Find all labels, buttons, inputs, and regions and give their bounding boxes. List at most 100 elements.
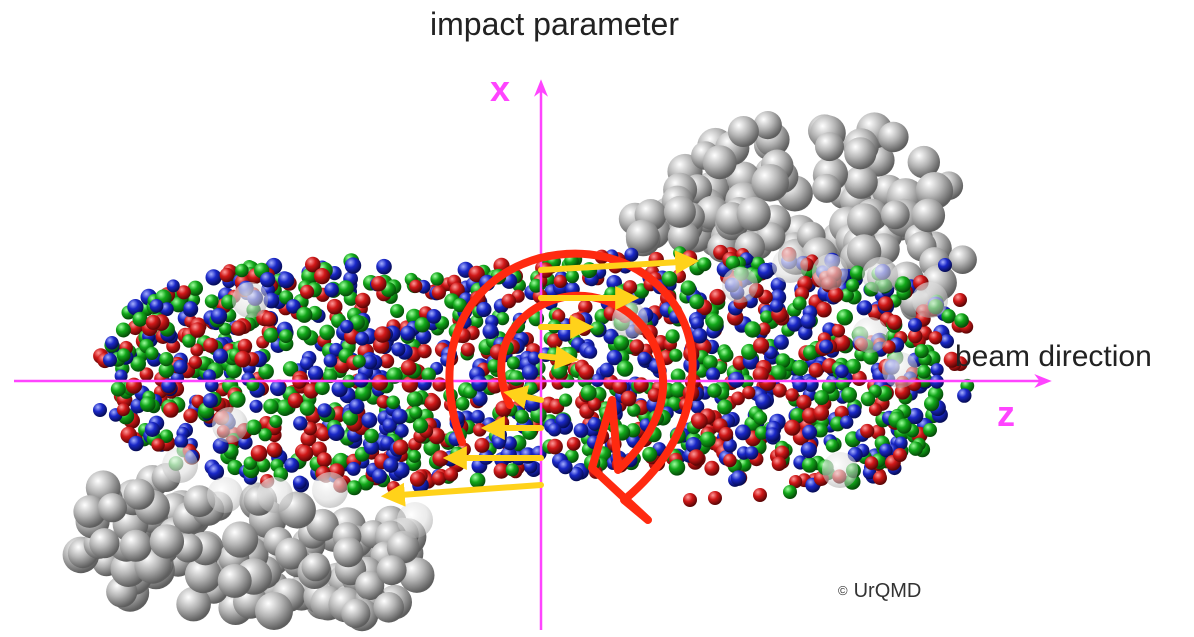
green-nucleon bbox=[229, 391, 246, 408]
blue-nucleon bbox=[144, 422, 160, 437]
blue-nucleon bbox=[400, 325, 416, 341]
blue-nucleon bbox=[160, 302, 174, 317]
blue-nucleon bbox=[587, 417, 602, 431]
blue-nucleon bbox=[744, 446, 759, 460]
green-nucleon bbox=[565, 269, 579, 284]
red-nucleon bbox=[444, 467, 459, 482]
blue-nucleon bbox=[957, 388, 972, 403]
blue-nucleon bbox=[149, 299, 164, 313]
red-nucleon bbox=[772, 383, 787, 398]
red-nucleon bbox=[752, 366, 769, 383]
spectator-nucleons-back bbox=[62, 111, 977, 632]
red-nucleon bbox=[474, 437, 490, 453]
flow-arrow-icon bbox=[538, 250, 700, 275]
green-nucleon bbox=[803, 344, 819, 361]
spectator-nucleon bbox=[123, 478, 155, 510]
spectator-nucleon bbox=[176, 586, 211, 622]
green-nucleon bbox=[792, 296, 807, 311]
red-nucleon bbox=[718, 426, 734, 442]
red-nucleon bbox=[784, 419, 801, 436]
blue-nucleon bbox=[840, 415, 854, 429]
green-nucleon bbox=[916, 364, 931, 379]
green-nucleon bbox=[825, 439, 840, 453]
red-nucleon bbox=[623, 280, 638, 295]
red-nucleon bbox=[620, 390, 637, 407]
red-nucleon bbox=[139, 367, 154, 382]
green-nucleon bbox=[279, 329, 293, 343]
red-nucleon bbox=[566, 437, 581, 451]
green-nucleon bbox=[725, 255, 741, 271]
blue-nucleon bbox=[166, 279, 180, 293]
spectator-nucleon bbox=[625, 219, 660, 253]
green-nucleon bbox=[269, 415, 283, 428]
green-nucleon bbox=[505, 463, 519, 477]
blue-nucleon bbox=[202, 393, 218, 409]
green-nucleon bbox=[110, 381, 126, 397]
spectator-nucleon bbox=[257, 477, 293, 513]
blue-nucleon bbox=[800, 313, 816, 329]
blue-nucleon bbox=[103, 353, 117, 367]
spectator-nucleon bbox=[878, 121, 909, 153]
blue-nucleon bbox=[938, 258, 952, 272]
blue-nucleon bbox=[527, 351, 541, 365]
blue-nucleon bbox=[382, 418, 397, 433]
spectator-nucleon bbox=[882, 352, 918, 388]
red-nucleon bbox=[145, 314, 161, 330]
red-nucleon bbox=[493, 463, 510, 479]
red-nucleon bbox=[552, 309, 566, 323]
green-nucleon bbox=[158, 362, 175, 378]
blue-nucleon bbox=[573, 423, 589, 438]
red-nucleon bbox=[376, 395, 390, 409]
red-nucleon bbox=[753, 488, 767, 502]
green-nucleon bbox=[140, 396, 156, 413]
green-nucleon bbox=[894, 276, 912, 293]
green-nucleon bbox=[263, 398, 279, 415]
spectator-nucleon bbox=[702, 145, 737, 180]
green-nucleon bbox=[863, 349, 879, 365]
blue-nucleon bbox=[300, 356, 314, 371]
red-nucleon bbox=[683, 493, 697, 507]
red-nucleon bbox=[816, 301, 832, 318]
red-nucleon bbox=[392, 439, 409, 456]
blue-nucleon bbox=[482, 323, 499, 340]
red-nucleon bbox=[943, 351, 960, 368]
blue-nucleon bbox=[293, 416, 308, 431]
spectator-nucleon bbox=[312, 472, 348, 508]
blue-nucleon bbox=[770, 277, 786, 293]
red-nucleon bbox=[432, 450, 449, 467]
green-nucleon bbox=[669, 348, 683, 362]
red-nucleon bbox=[468, 265, 485, 283]
blue-nucleon bbox=[492, 436, 506, 450]
flow-arrows bbox=[380, 250, 700, 507]
green-nucleon bbox=[132, 311, 148, 327]
blue-nucleon bbox=[114, 369, 128, 383]
x-axis-label: x bbox=[490, 68, 511, 109]
red-nucleon bbox=[708, 491, 722, 505]
spectator-nucleon bbox=[751, 164, 789, 202]
green-nucleon bbox=[845, 278, 860, 292]
red-nucleon bbox=[379, 353, 395, 369]
blue-nucleon bbox=[583, 345, 598, 359]
red-nucleon bbox=[163, 402, 179, 418]
red-nucleon bbox=[612, 379, 627, 395]
blue-nucleon bbox=[470, 409, 485, 424]
spectator-nucleon bbox=[772, 247, 808, 283]
blue-nucleon bbox=[391, 408, 408, 425]
green-nucleon bbox=[590, 321, 605, 336]
green-nucleon bbox=[225, 362, 242, 379]
copyright-symbol: © bbox=[838, 583, 848, 598]
red-nucleon bbox=[578, 299, 593, 315]
green-nucleon bbox=[801, 457, 818, 473]
green-nucleon bbox=[349, 314, 365, 330]
green-nucleon bbox=[296, 325, 312, 341]
blue-nucleon bbox=[344, 257, 362, 274]
red-nucleon bbox=[928, 331, 943, 345]
green-nucleon bbox=[840, 288, 854, 303]
green-nucleon bbox=[707, 383, 722, 398]
blue-nucleon bbox=[735, 424, 751, 441]
spectator-nucleon bbox=[217, 563, 252, 598]
green-nucleon bbox=[744, 321, 761, 338]
blue-nucleon bbox=[183, 301, 198, 316]
z-axis-label: z bbox=[997, 393, 1015, 434]
red-nucleon bbox=[731, 391, 745, 406]
